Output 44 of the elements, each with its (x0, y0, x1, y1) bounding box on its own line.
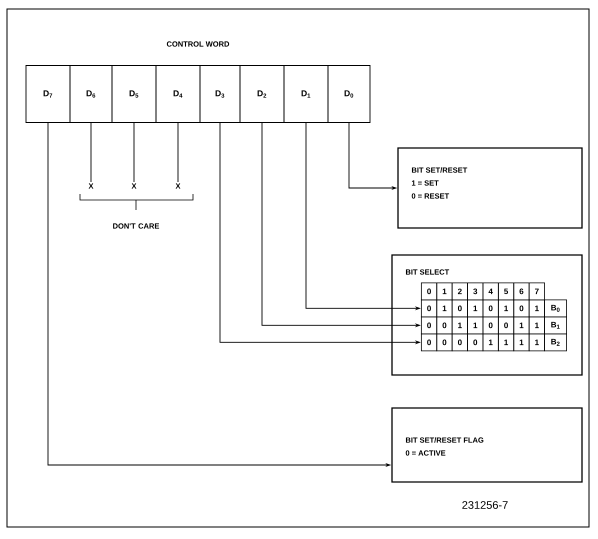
table-cell: 0 (467, 333, 484, 352)
table-cell: 1 (528, 333, 545, 352)
table-cell: 0 (420, 333, 438, 352)
table-cell: 0 (452, 333, 468, 352)
table-cell: 1 (467, 299, 484, 318)
table-cell: 1 (467, 316, 484, 334)
table-cell: 0 (513, 299, 530, 318)
table-cell: 0 (436, 333, 453, 352)
table-cell: 0 (452, 299, 468, 318)
register-cell: D$_{5}$ (112, 65, 156, 123)
table-cell: 0 (420, 299, 438, 318)
table-cell: 7 (528, 282, 545, 300)
table-cell: 0 (420, 316, 438, 334)
table-cell: B$_{2}$ (544, 333, 567, 352)
table-cell: 2 (452, 282, 468, 300)
table-cell: 4 (482, 282, 499, 300)
register-cell: D$_{6}$ (70, 65, 112, 123)
register-cell: D$_{7}$ (26, 65, 70, 123)
table-cell: 6 (513, 282, 530, 300)
table-cell: 1 (513, 333, 530, 352)
table-cell: B$_{0}$ (544, 299, 567, 318)
table-cell: 0 (482, 316, 499, 334)
table-cell: 0 (482, 299, 499, 318)
table-cell: 1 (436, 282, 453, 300)
table-cell: 1 (482, 333, 499, 352)
register-cell: D$_{2}$ (240, 65, 284, 123)
table-cell: 5 (498, 282, 514, 300)
table-cell: 1 (498, 333, 514, 352)
table-cell: 1 (452, 316, 468, 334)
register-cell: D$_{1}$ (284, 65, 328, 123)
table-cell: B$_{1}$ (544, 316, 567, 334)
register-cell: D$_{0}$ (328, 65, 370, 123)
register-cell: D$_{4}$ (156, 65, 200, 123)
register-cell: D$_{3}$ (200, 65, 240, 123)
figure-number: 231256-7 (462, 501, 508, 509)
table-cell: 1 (513, 316, 530, 334)
table-cell: 1 (528, 316, 545, 334)
table-cell: 0 (420, 282, 438, 300)
table-cell: 0 (498, 316, 514, 334)
table-cell: 1 (498, 299, 514, 318)
table-cell: 3 (467, 282, 484, 300)
table-cell: 0 (436, 316, 453, 334)
table-cell: 1 (436, 299, 453, 318)
table-cell: 1 (528, 299, 545, 318)
